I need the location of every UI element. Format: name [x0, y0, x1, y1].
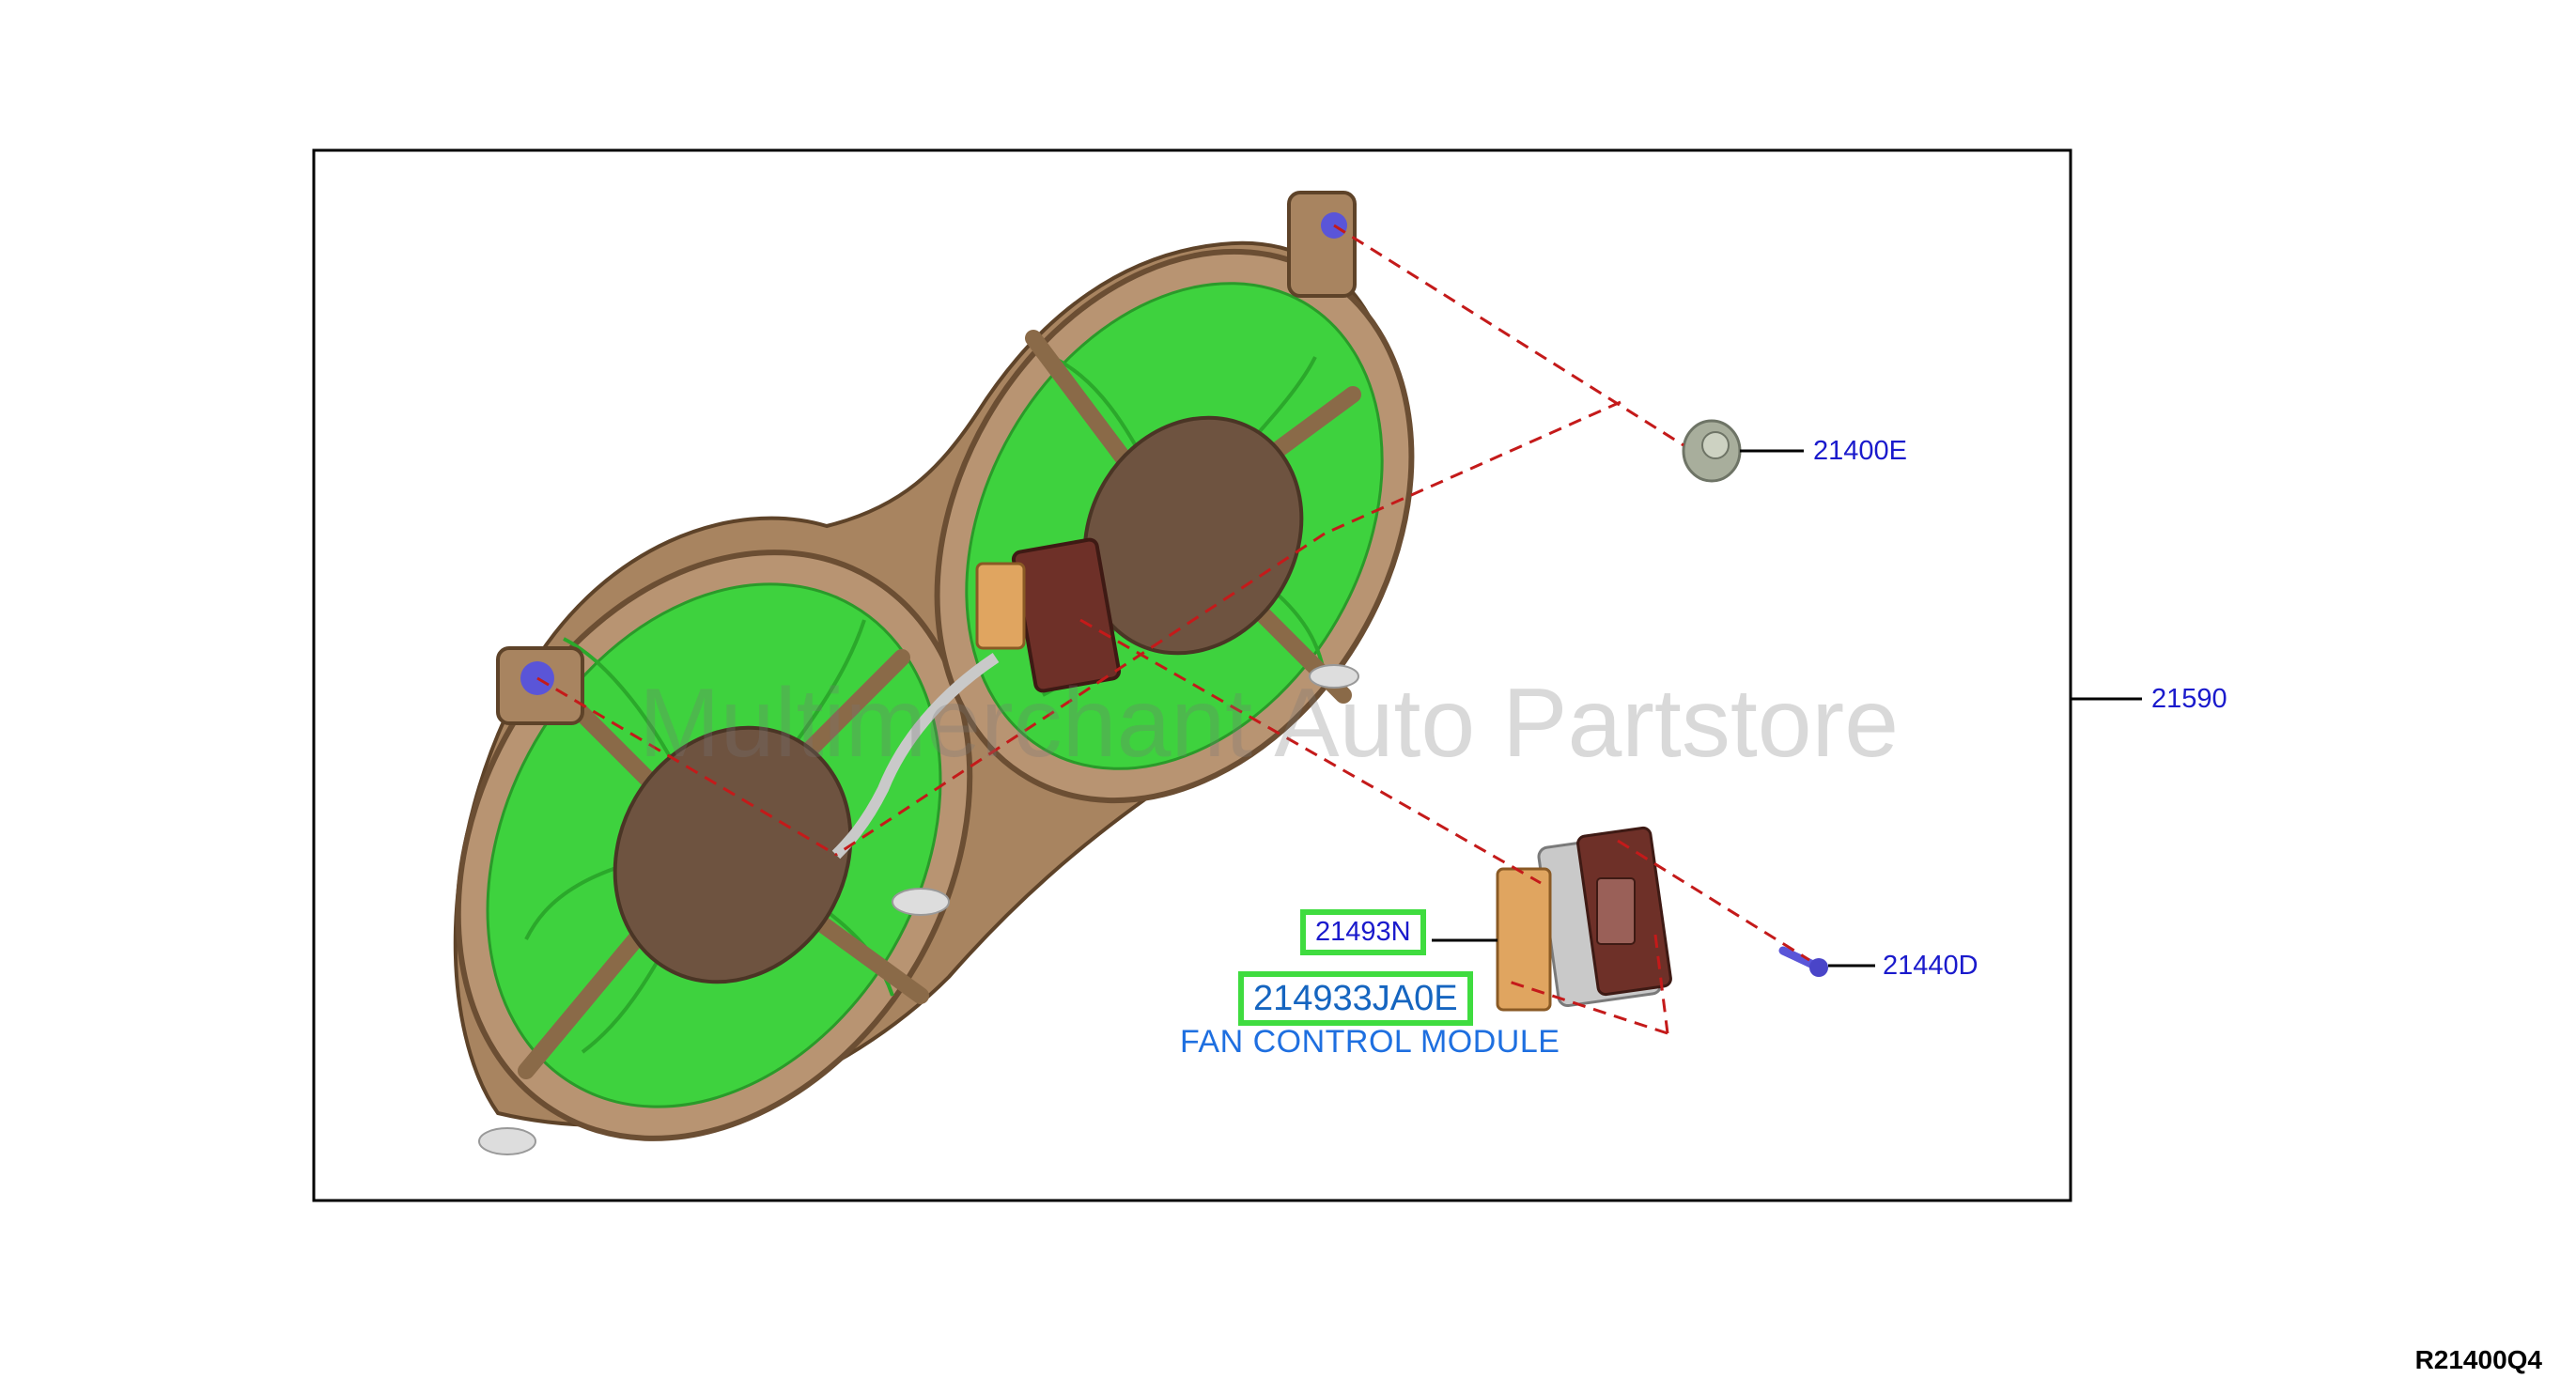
right-fan-motor: [1082, 415, 1304, 656]
callout-21440D[interactable]: 21440D: [1883, 951, 1979, 981]
mounted-connector: [975, 562, 1026, 650]
fan-shroud-assembly[interactable]: [355, 166, 1507, 1231]
bottom-foot-mid: [892, 888, 950, 916]
dashed-leaders: [536, 224, 1810, 1035]
upper-mount-tab: [1287, 191, 1357, 298]
bottom-foot-right: [1309, 664, 1359, 689]
left-fan-motor: [613, 725, 853, 984]
bottom-foot-left: [478, 1127, 536, 1155]
assembly-frame: [312, 148, 2072, 1202]
callout-21590[interactable]: 21590: [2151, 684, 2227, 714]
grommet-part[interactable]: [1682, 419, 1742, 483]
callout-214933JA0E[interactable]: 214933JA0E: [1238, 971, 1473, 1026]
fan-control-module-label: FAN CONTROL MODULE: [1180, 1024, 1560, 1060]
watermark: Multimerchant Auto Partstore: [639, 669, 1900, 778]
callout-21400E[interactable]: 21400E: [1813, 436, 1907, 466]
fan-control-module-part[interactable]: [1496, 826, 1672, 1012]
bolt-part[interactable]: [1778, 946, 1828, 977]
callout-21493N[interactable]: 21493N: [1300, 909, 1426, 955]
wire-harness: [831, 653, 1000, 860]
callout-leaders: [1432, 449, 2142, 968]
diagram-reference: R21400Q4: [2414, 1345, 2542, 1374]
